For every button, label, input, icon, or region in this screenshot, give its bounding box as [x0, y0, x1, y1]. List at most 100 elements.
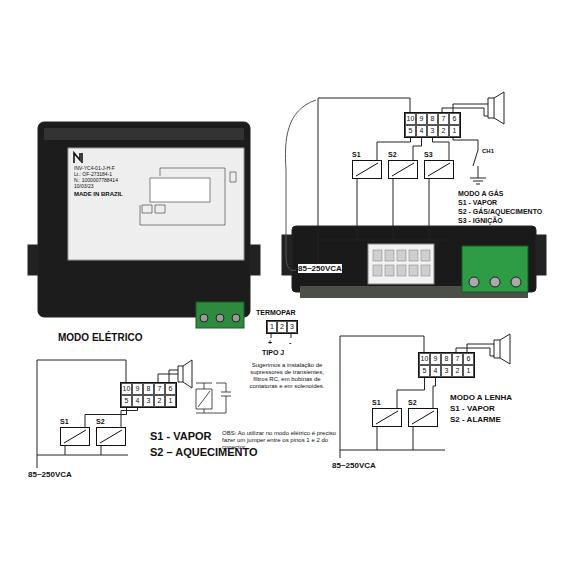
- label: S3 - IGNIÇÃO: [458, 217, 503, 225]
- pin-number: 4: [430, 365, 441, 377]
- thermocouple-connector: 123: [266, 320, 298, 334]
- pin-hole: [421, 265, 430, 276]
- coil-diagonal: [376, 411, 398, 424]
- relay-box: [424, 160, 454, 179]
- pin-grid: 123: [266, 320, 298, 334]
- label-wiring: [140, 168, 236, 225]
- label-schematic: [150, 178, 210, 202]
- terminal-block: 10987654321: [120, 382, 177, 408]
- buzzer-symbol: [488, 92, 504, 124]
- label: 10/03/23: [74, 184, 93, 190]
- wire-connector: [413, 138, 422, 160]
- pin-number: 2: [452, 365, 463, 377]
- pin-hole: [397, 250, 406, 261]
- label: 85~250VCA: [332, 461, 376, 470]
- relay-coil: S2: [408, 398, 438, 427]
- coil-diagonal: [64, 430, 86, 443]
- screw: [216, 314, 224, 322]
- pin-number: 7: [438, 113, 449, 125]
- screw: [469, 277, 479, 287]
- wire-connector: [433, 138, 450, 160]
- label: TIPO J: [262, 349, 284, 357]
- label: INV-YC4-01-J-H-F: [74, 166, 115, 172]
- relay-coil: S1: [60, 417, 90, 446]
- relay-name: S2: [408, 398, 438, 408]
- coil-symbol: [61, 428, 89, 445]
- pin-number: 7: [452, 353, 463, 365]
- screw: [200, 314, 208, 322]
- pin-grid: 10987654321: [404, 112, 461, 138]
- relay-box: [388, 160, 418, 179]
- pin-number: 1: [463, 365, 474, 377]
- pin-number: 2: [438, 125, 449, 137]
- label: S2 - GÁS/AQUECIMENTO: [458, 208, 542, 216]
- note: OBS: Ao utilizar no modo elétrico é prec…: [222, 430, 348, 451]
- label: S1 - VAPOR: [458, 199, 497, 207]
- pin-number: 6: [165, 383, 176, 395]
- screw: [511, 277, 521, 287]
- coil-diagonal: [100, 430, 122, 443]
- relay-coil: S2: [96, 417, 126, 446]
- pin-number: 3: [143, 395, 154, 407]
- pin-number: 6: [463, 353, 474, 365]
- pin-hole: [385, 265, 394, 276]
- pin-number: 2: [154, 395, 165, 407]
- coil-symbol: [373, 409, 401, 426]
- brand-logo: [74, 153, 82, 163]
- pin-number: 3: [441, 365, 452, 377]
- pin-hole: [385, 250, 394, 261]
- label: +: [268, 339, 272, 347]
- pin-number: 9: [416, 113, 427, 125]
- pin-hole: [409, 250, 418, 261]
- pin-number: 5: [121, 395, 132, 407]
- pin-number: 2: [277, 321, 287, 333]
- buzzer-symbol: [494, 334, 510, 364]
- label: S2 - ALARME: [450, 415, 501, 424]
- coil-symbol: [97, 428, 125, 445]
- coil-diagonal: [392, 163, 414, 176]
- pin-number: 3: [427, 125, 438, 137]
- label: 85~250VCA: [298, 264, 342, 273]
- pin-hole: [421, 250, 430, 261]
- controller-rear: [292, 226, 536, 292]
- pin-number: 1: [165, 395, 176, 407]
- note: Sugerimos a instalação de supressores de…: [246, 362, 328, 390]
- pin-hole: [373, 250, 382, 261]
- relay-name: S1: [60, 417, 90, 427]
- wire: [453, 133, 486, 184]
- coil-diagonal: [428, 163, 450, 176]
- coil-diagonal: [412, 411, 434, 424]
- pin-grid: 10987654321: [418, 352, 475, 378]
- relay-name: S1: [372, 398, 402, 408]
- pin-number: 3: [287, 321, 297, 333]
- label: MADE IN BRAZIL: [74, 191, 123, 198]
- molex-connector: [368, 244, 434, 284]
- coil-symbol: [409, 409, 437, 426]
- callout-bracket: [285, 100, 316, 270]
- label: N.: 1000007788414: [74, 178, 118, 184]
- relay-box: [372, 408, 402, 427]
- wire-connector: [433, 378, 436, 408]
- pin-grid: 10987654321: [120, 382, 177, 408]
- pin-number: 8: [143, 383, 154, 395]
- pin-number: 10: [121, 383, 132, 395]
- controller-housing: [38, 122, 250, 317]
- pin-hole: [397, 265, 406, 276]
- pin-hole: [373, 265, 382, 276]
- terminal-block: [462, 246, 528, 292]
- label: MODO ELÉTRICO: [58, 332, 142, 344]
- relay-name: S2: [96, 417, 126, 427]
- wire: [340, 336, 445, 458]
- rc-snubber-symbol: [196, 383, 231, 413]
- coil-symbol: [425, 161, 453, 178]
- pin-number: 1: [449, 125, 460, 137]
- coil-symbol: [389, 161, 417, 178]
- relay-coil: S2: [388, 150, 418, 179]
- pin-number: 6: [449, 113, 460, 125]
- pin-number: 9: [430, 353, 441, 365]
- pin-hole: [409, 265, 418, 276]
- relay-coil: S3: [424, 150, 454, 179]
- pin-number: 7: [154, 383, 165, 395]
- product-label: [68, 148, 244, 260]
- pin-number: 4: [416, 125, 427, 137]
